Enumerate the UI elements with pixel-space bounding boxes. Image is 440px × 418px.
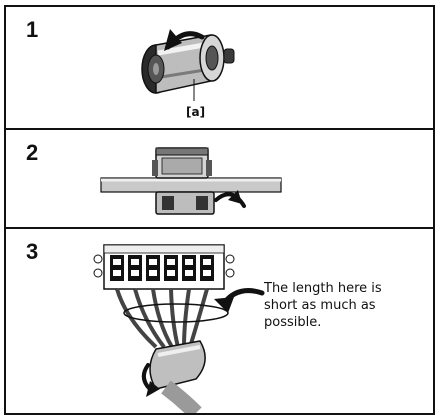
step-1: 1 [a] [6, 7, 433, 130]
instruction-panel: 1 [a] 2 [4, 5, 435, 415]
step-2: 2 [6, 130, 433, 229]
speaker-terminal-cables-icon [93, 244, 265, 413]
step-number: 2 [26, 140, 39, 165]
part-label-a: [a] [186, 105, 206, 119]
step-number: 1 [26, 17, 39, 42]
ferrite-core-open-icon [141, 29, 235, 101]
instruction-note: The length here is short as much as poss… [264, 281, 382, 330]
ferrite-core-clip-icon [100, 147, 282, 215]
step-3: 3 [6, 229, 433, 415]
step-number: 3 [26, 239, 39, 264]
